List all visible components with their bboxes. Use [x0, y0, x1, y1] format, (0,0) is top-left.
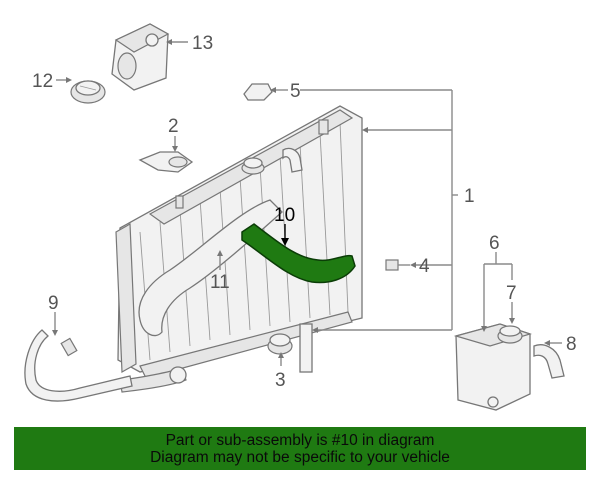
callout-10: 10 — [274, 205, 295, 226]
mount-pegs — [175, 119, 329, 209]
highlighted-hose-part-10 — [241, 223, 356, 284]
mount-cushion — [267, 333, 293, 355]
drain-plug — [385, 259, 410, 271]
callout-7: 7 — [506, 283, 517, 304]
mounting-bracket — [138, 151, 194, 173]
callout-6: 6 — [489, 233, 500, 254]
callout-labels: 1 2 3 4 5 6 7 8 9 10 11 12 13 — [32, 33, 577, 391]
callout-4: 4 — [419, 256, 430, 277]
callout-3: 3 — [275, 370, 286, 391]
callout-8: 8 — [566, 334, 577, 355]
callout-2: 2 — [168, 116, 179, 137]
exploded-parts-diagram: 1 2 3 4 5 6 7 8 9 10 11 12 13 — [24, 23, 577, 411]
callout-13: 13 — [192, 33, 213, 54]
mounting-clip — [243, 83, 273, 101]
callout-9: 9 — [48, 293, 59, 314]
lower-pipe-bracket — [119, 366, 187, 393]
hose-end-fitting — [60, 337, 78, 357]
leader-lines — [52, 39, 562, 366]
notice-banner: Part or sub-assembly is #10 in diagram D… — [14, 427, 586, 470]
notice-line-1: Part or sub-assembly is #10 in diagram — [165, 431, 435, 449]
reservoir-hose — [533, 344, 565, 379]
callout-12: 12 — [32, 71, 53, 92]
bypass-hose — [24, 329, 133, 402]
lower-support-rod — [299, 323, 313, 373]
callout-5: 5 — [290, 81, 301, 102]
overflow-tube — [282, 147, 303, 173]
notice-line-2: Diagram may not be specific to your vehi… — [150, 448, 450, 466]
radiator-cap — [241, 157, 265, 175]
thermostat-housing — [111, 23, 170, 91]
thermostat — [70, 80, 106, 104]
callout-11: 11 — [210, 272, 230, 293]
reservoir-cap — [497, 325, 523, 344]
callout-1: 1 — [464, 186, 475, 207]
